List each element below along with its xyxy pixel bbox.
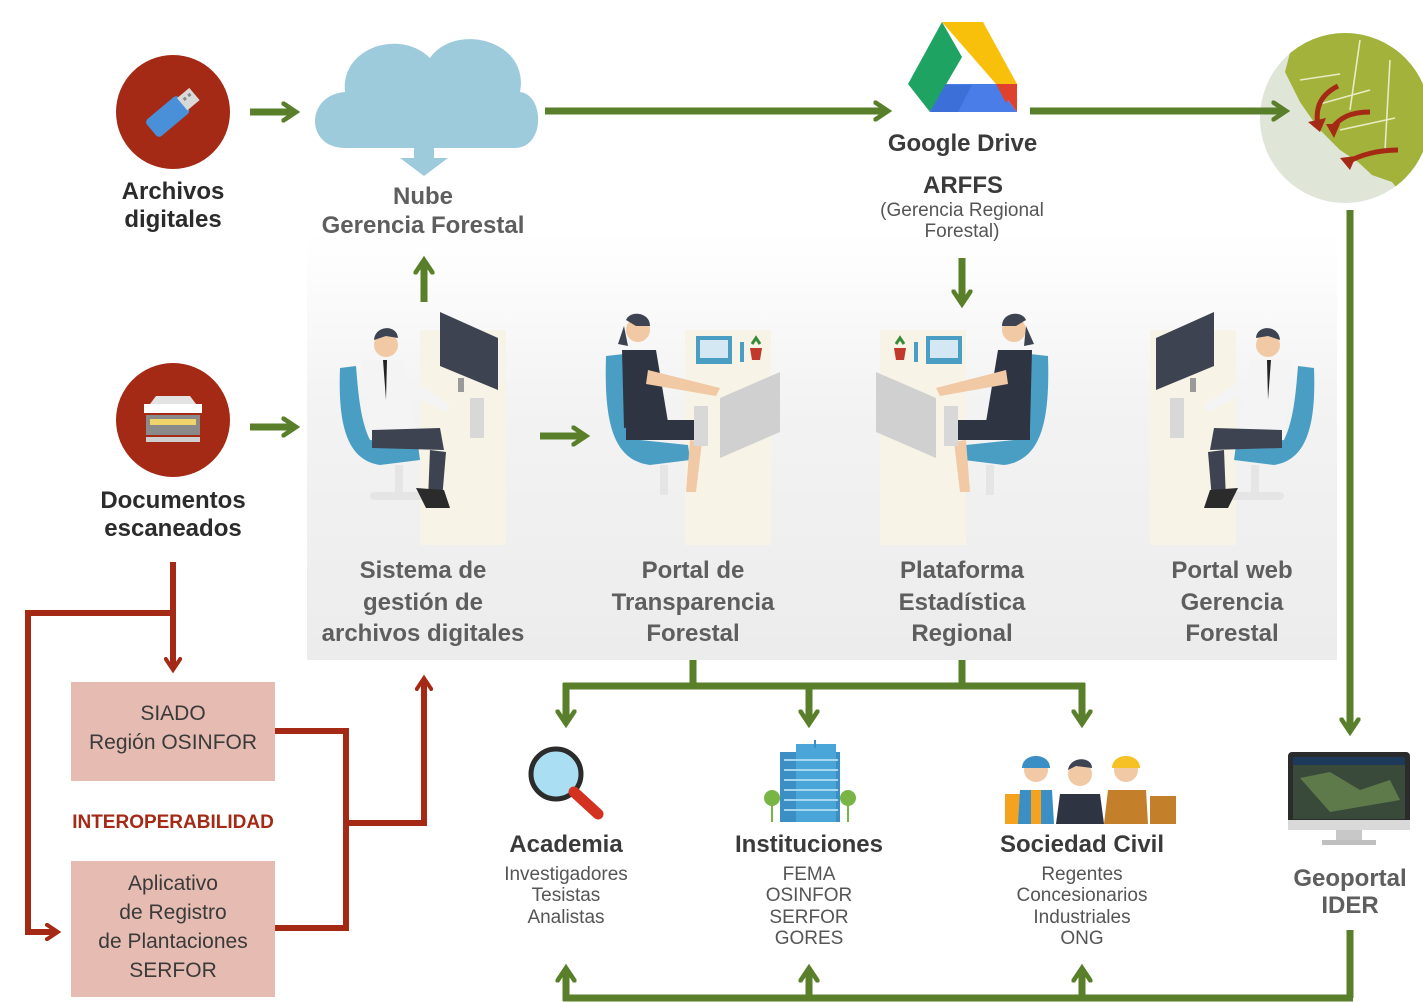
documentos-escaneados-label: Documentos escaneados: [80, 487, 266, 544]
green-flow-arrows: [250, 111, 1353, 1002]
system-3-line3: Forestal: [1185, 620, 1279, 648]
system-label-portal-transparencia: Portal de Transparencia Forestal: [580, 555, 806, 650]
interoperabilidad-label: INTEROPERABILIDAD: [72, 812, 274, 833]
documentos-line2: escaneados: [104, 515, 242, 543]
nube-line1: Nube: [393, 183, 453, 210]
aplicativo-line3: de Plantaciones: [98, 929, 248, 953]
google-drive-label: Google Drive: [887, 130, 1038, 157]
magnifier-icon: [528, 746, 604, 820]
instituciones-item: GORES: [774, 927, 844, 949]
geoportal-monitor-icon: [1288, 752, 1410, 845]
academia-item: Tesistas: [531, 885, 601, 907]
system-2-line2: Estadística: [898, 588, 1026, 616]
workstation-2-illustration: [605, 313, 780, 545]
geoportal-line1: Geoportal: [1293, 865, 1407, 892]
geoportal-line2: IDER: [1321, 891, 1379, 919]
system-2-line3: Regional: [911, 620, 1013, 648]
audience-title-academia: Academia: [509, 831, 623, 858]
siado-line1: SIADO: [140, 702, 206, 725]
system-1-line2: Transparencia: [611, 588, 775, 616]
system-0-line3: archivos digitales: [321, 620, 525, 648]
sociedad-item: ONG: [1060, 927, 1104, 949]
arffs-description: (Gerencia Regional Forestal): [856, 200, 1068, 243]
peru-map-icon: [1260, 33, 1423, 203]
instituciones-item: OSINFOR: [765, 885, 853, 907]
system-label-plataforma-estadistica: Plataforma Estadística Regional: [852, 555, 1072, 650]
audience-list-instituciones: FEMA OSINFOR SERFOR GORES: [714, 864, 904, 949]
nube-label: Nube Gerencia Forestal: [300, 183, 546, 241]
archivos-line2: digitales: [124, 206, 222, 234]
academia-item: Analistas: [527, 906, 605, 928]
workstation-4-illustration: [1150, 312, 1315, 545]
usb-drive-icon: [116, 55, 230, 169]
sociedad-item: Concesionarios: [1016, 885, 1148, 907]
sociedad-item: Industriales: [1033, 906, 1131, 928]
system-0-line2: gestión de: [362, 588, 483, 616]
aplicativo-line4: SERFOR: [129, 958, 217, 982]
audience-title-instituciones: Instituciones: [734, 831, 884, 858]
system-0-line1: Sistema de: [359, 557, 487, 584]
system-label-portal-web: Portal web Gerencia Forestal: [1122, 555, 1342, 650]
cloud-icon: [315, 39, 539, 176]
workstation-3-illustration: [876, 313, 1049, 545]
system-label-sistema-gestion: Sistema de gestión de archivos digitales: [300, 555, 546, 650]
system-1-line3: Forestal: [646, 620, 740, 648]
instituciones-item: SERFOR: [769, 906, 849, 928]
aplicativo-box: Aplicativo de Registro de Plantaciones S…: [71, 861, 275, 997]
aplicativo-line1: Aplicativo: [128, 872, 218, 895]
system-3-line1: Portal web: [1171, 557, 1293, 584]
arffs-desc-line2: Forestal): [924, 221, 1000, 243]
documentos-line1: Documentos: [100, 487, 246, 514]
archivos-digitales-label: Archivos digitales: [93, 178, 253, 235]
archivos-line1: Archivos: [121, 178, 225, 205]
workstation-1-illustration: [339, 312, 506, 545]
arffs-label: ARFFS: [923, 172, 1003, 199]
sociedad-item: Regentes: [1041, 864, 1123, 885]
academia-item: Investigadores: [504, 864, 628, 885]
people-icon: [1005, 756, 1176, 824]
geoportal-label: Geoportal IDER: [1272, 865, 1423, 920]
audience-list-sociedad-civil: Regentes Concesionarios Industriales ONG: [980, 864, 1184, 949]
siado-line2: Región OSINFOR: [88, 730, 258, 754]
audience-list-academia: Investigadores Tesistas Analistas: [476, 864, 656, 928]
audience-title-sociedad-civil: Sociedad Civil: [999, 831, 1165, 858]
system-3-line2: Gerencia: [1180, 588, 1284, 616]
arffs-desc-line1: (Gerencia Regional: [880, 200, 1044, 221]
aplicativo-line2: de Registro: [119, 900, 227, 924]
red-interop-arrows: [25, 562, 424, 932]
system-2-line1: Plataforma: [899, 557, 1025, 584]
buildings-icon: [764, 740, 856, 822]
scanner-icon: [116, 363, 230, 477]
siado-box: SIADO Región OSINFOR: [71, 682, 275, 781]
google-drive-icon: [908, 22, 1017, 112]
system-1-line1: Portal de: [641, 557, 745, 584]
nube-line2: Gerencia Forestal: [321, 211, 525, 239]
instituciones-item: FEMA: [782, 864, 836, 885]
